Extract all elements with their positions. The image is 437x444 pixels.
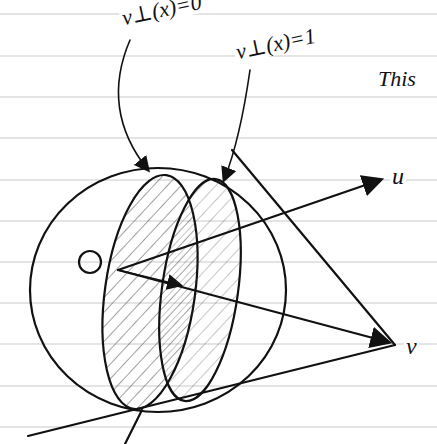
note-text: This [376,68,418,90]
vector-v [118,270,388,342]
ruled-lines [0,14,437,427]
axis-line [125,410,142,444]
level-label: v⊥(x)=0 [118,0,205,30]
vector-label: v [404,334,419,358]
cone-line [28,345,395,436]
level-label: v⊥(x)=1 [232,24,319,63]
leader-line [224,70,250,180]
center-mark [79,251,101,273]
projection-arrow [118,270,180,285]
leader-line [118,40,148,170]
cone-line [232,150,395,345]
vector-u [118,180,380,270]
slice-one [147,174,253,406]
vector-label: u [390,164,406,188]
